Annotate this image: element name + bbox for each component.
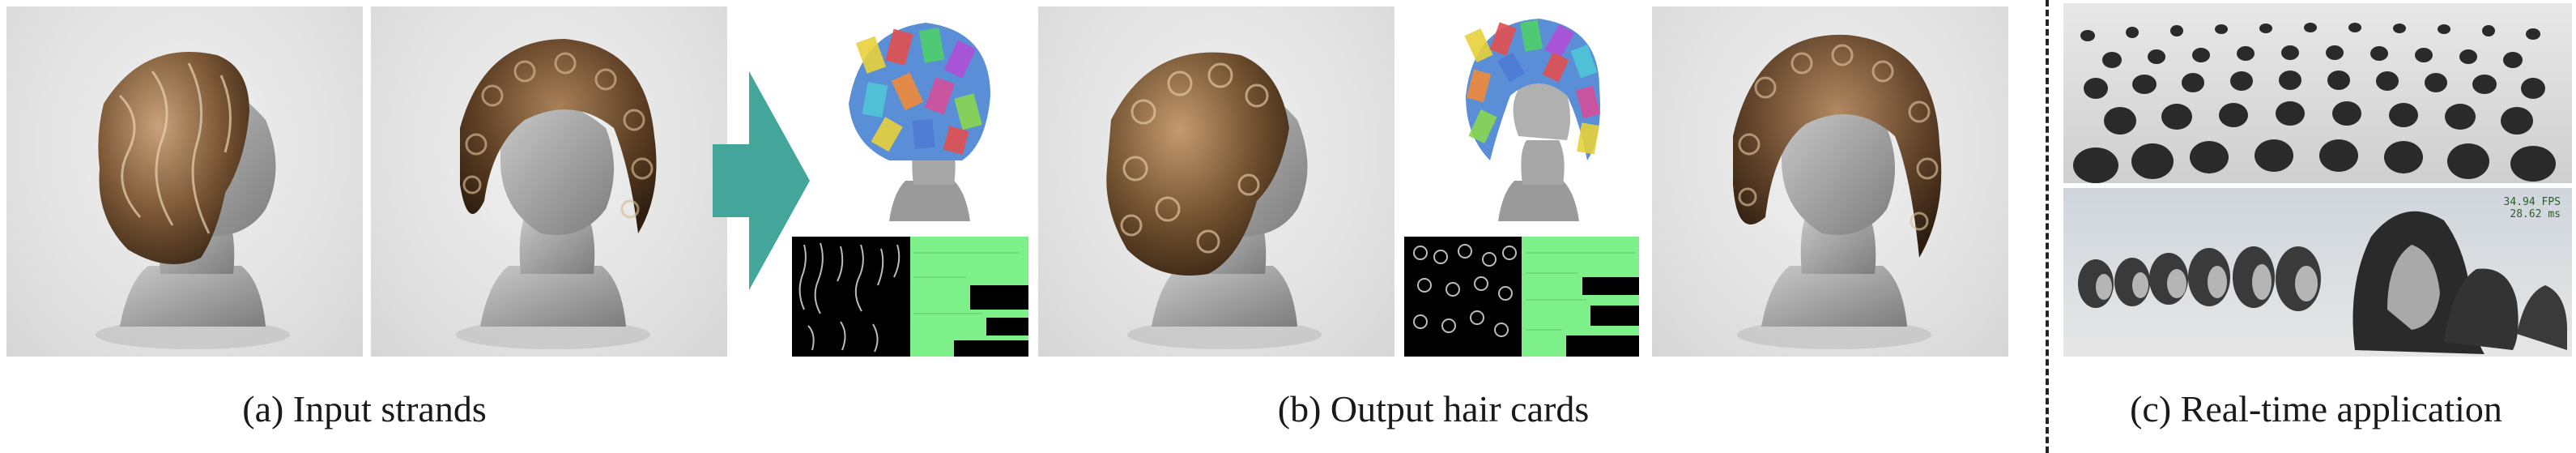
caption-input-strands: (a) Input strands [242, 388, 487, 429]
hair-cards-colored-view-1 [816, 6, 1011, 225]
fps-readout: 34.94 FPS 28.62 ms [2504, 196, 2561, 220]
frame-time-value: 28.62 ms [2510, 208, 2561, 220]
output-hair-cards-render-curly [1652, 6, 2008, 357]
input-strands-render-curly [371, 6, 727, 357]
realtime-crowd-grid-view [2063, 3, 2572, 183]
caption-output-hair-cards: (b) Output hair cards [1277, 388, 1590, 429]
hair-card-texture-atlas-2 [1404, 237, 1639, 357]
input-strands-render-wavy [6, 6, 363, 357]
mannequin-wavy-hair-image [96, 52, 290, 349]
mannequin-curly-hair-image [456, 39, 657, 349]
realtime-crowd-closeup-view: 34.94 FPS 28.62 ms [2063, 188, 2572, 357]
closeup-hair-heads-image [2078, 211, 2567, 354]
crowd-of-hair-heads-image [2073, 23, 2556, 183]
hair-card-texture-atlas-1 [792, 237, 1028, 357]
output-hair-cards-render-wavy [1038, 6, 1394, 357]
caption-realtime-application: (c) Real-time application [2130, 388, 2502, 429]
right-arrow-icon [713, 71, 810, 290]
hair-cards-colored-view-2 [1425, 6, 1620, 225]
section-divider [2046, 0, 2049, 453]
fps-value: 34.94 FPS [2503, 196, 2561, 208]
